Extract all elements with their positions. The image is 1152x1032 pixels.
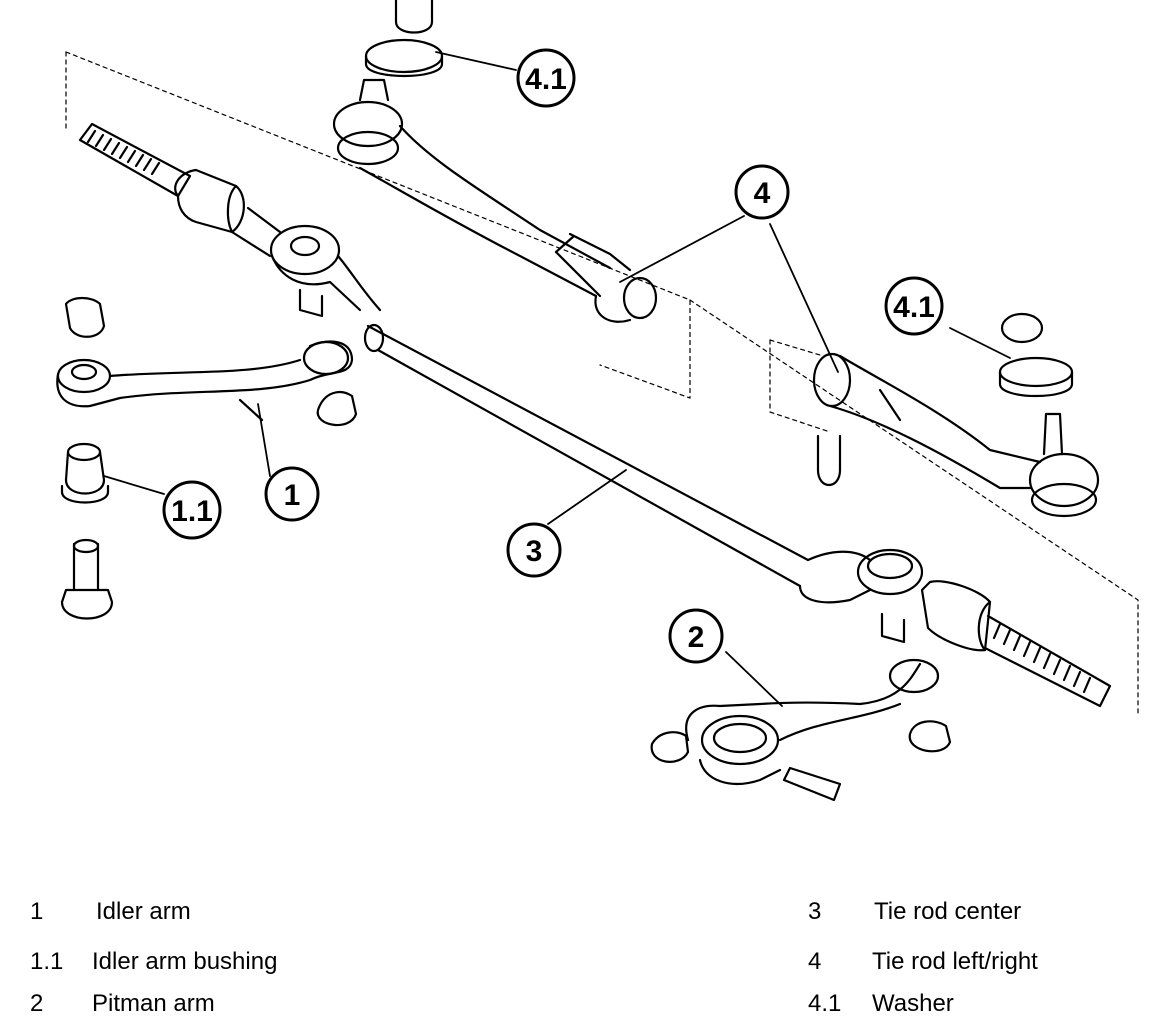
washer-top — [364, 0, 444, 78]
callout-4-1-right: 4.1 — [884, 276, 944, 336]
callout-3: 3 — [506, 522, 562, 578]
tie-rod-center — [78, 122, 1112, 708]
legend-number: 1 — [30, 898, 44, 925]
callout-4-1-top: 4.1 — [516, 48, 576, 108]
tie-rod-left — [332, 78, 658, 323]
legend-label: Tie rod center — [874, 898, 1022, 925]
callout-4-mid: 4 — [734, 164, 790, 220]
dashed-plane-lines — [65, 51, 1139, 716]
callout-1-1: 1.1 — [162, 480, 222, 540]
svg-text:1.1: 1.1 — [171, 495, 213, 528]
svg-text:4: 4 — [754, 177, 771, 210]
callout-1: 1 — [264, 466, 320, 522]
tie-rod-right — [812, 352, 1100, 518]
legend-label: Tie rod left/right — [872, 948, 1038, 975]
legend-number: 1.1 — [30, 948, 64, 975]
legend-number: 4.1 — [808, 990, 842, 1017]
washer-right — [998, 312, 1074, 398]
legend-label: Idler arm — [96, 898, 191, 925]
svg-text:4.1: 4.1 — [525, 63, 567, 96]
leader-lines — [103, 51, 1011, 707]
idler-bushing — [60, 442, 114, 620]
svg-text:4.1: 4.1 — [893, 291, 935, 324]
svg-text:3: 3 — [526, 535, 543, 568]
legend-label: Pitman arm — [92, 990, 215, 1017]
pitman-arm — [650, 658, 952, 802]
svg-text:2: 2 — [688, 621, 705, 654]
legend-label: Washer — [872, 990, 954, 1017]
legend-number: 3 — [808, 898, 822, 925]
legend-label: Idler arm bushing — [92, 948, 278, 975]
legend-number: 2 — [30, 990, 44, 1017]
legend-number: 4 — [808, 948, 822, 975]
steering-linkage-diagram: 4.1 4 4.1 1 1.1 3 2 — [56, 0, 1139, 802]
svg-text:1: 1 — [284, 479, 301, 512]
callout-2: 2 — [668, 608, 724, 664]
idler-arm — [56, 296, 358, 427]
